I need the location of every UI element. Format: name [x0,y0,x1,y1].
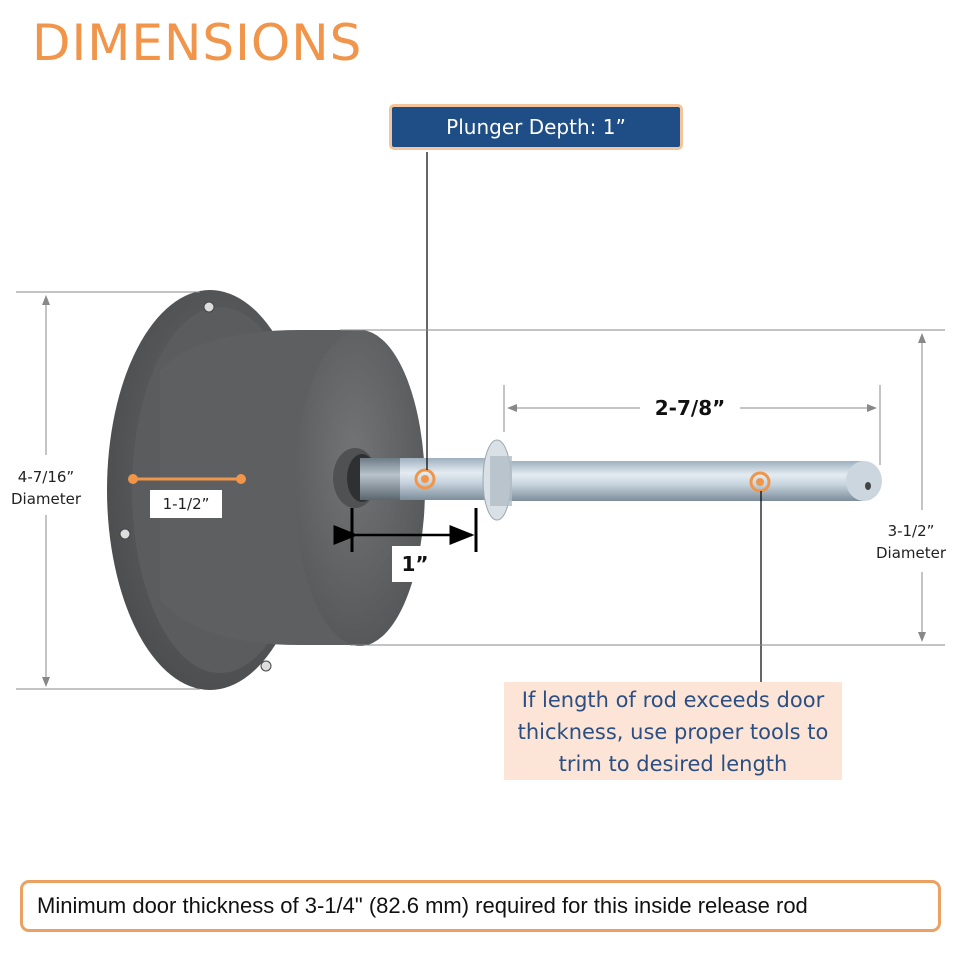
housing-diameter-dimension [340,329,945,646]
flange-diameter-unit: Diameter [10,490,82,508]
release-rod [360,439,882,521]
screw-hole-icon [203,301,215,313]
housing-diameter-label: 3-1/2” Diameter [868,520,954,564]
rod-length-dimension [503,385,881,465]
flange-diameter-value: 4-7/16” [17,468,75,486]
plunger-depth-dimension [333,508,478,552]
plunger-depth-label: 1” [392,546,438,582]
screw-hole-icon [260,660,272,672]
minimum-thickness-notice: Minimum door thickness of 3-1/4" (82.6 m… [20,880,941,932]
footer-text: Minimum door thickness of 3-1/4" (82.6 m… [37,893,808,918]
housing-diameter-value: 3-1/2” [887,522,935,540]
flange-diameter-label: 4-7/16” Diameter [6,466,86,510]
note-line: trim to desired length [558,752,788,776]
marker-rod-note [749,471,771,493]
note-line: If length of rod exceeds door [521,688,825,712]
trim-rod-note: If length of rod exceeds door thickness,… [504,682,842,780]
flange-diameter-dimension [16,291,200,690]
marker-plunger [414,468,436,490]
note-line: thickness, use proper tools to [517,720,829,744]
housing-depth-label: 1-1/2” [150,490,222,518]
rod-length-label: 2-7/8” [654,396,726,420]
plunger-depth-callout: Plunger Depth: 1” [389,104,683,150]
housing-depth-dimension [128,474,246,484]
screw-hole-icon [119,528,131,540]
housing-diameter-unit: Diameter [875,544,947,562]
page-title: DIMENSIONS [32,14,363,72]
